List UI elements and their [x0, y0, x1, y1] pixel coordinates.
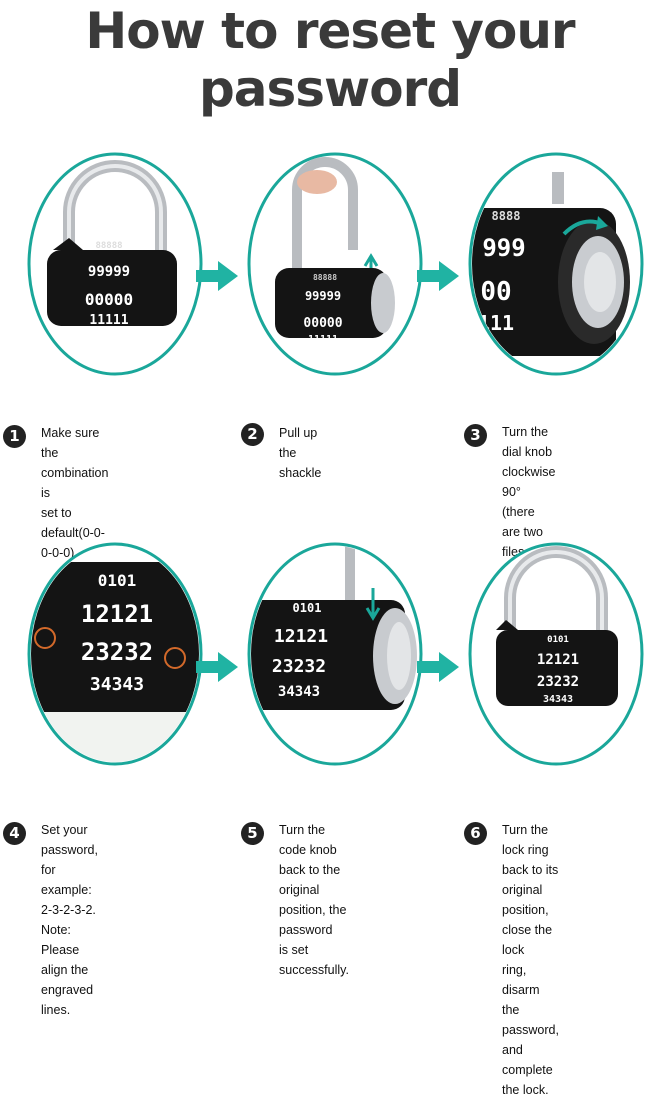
step-description: Turn the code knob back to the original … — [279, 823, 349, 977]
align-mark — [34, 627, 56, 649]
next-arrow-icon — [417, 650, 461, 684]
step-number-badge: 5 — [241, 822, 264, 845]
panel-step-1: 88888 99999 00000 11111 — [25, 150, 205, 378]
panel-step-3: 8888 999 00 111 — [466, 150, 646, 378]
wheel-row-1: 0101 — [98, 571, 137, 590]
step-number-badge: 4 — [3, 822, 26, 845]
next-arrow-icon — [196, 259, 240, 293]
panel-step-6: 0101 12121 23232 34343 — [466, 540, 646, 768]
panel-step-2: 88888 99999 00000 11111 — [245, 150, 425, 378]
step-description: Turn the lock ring back to its original … — [502, 823, 559, 1097]
panel-step-4: 0101 12121 23232 34343 — [25, 540, 205, 768]
lock-body — [251, 600, 405, 710]
wheel-row-3: 00 — [480, 277, 511, 307]
step-description: Make sure the combination is set to defa… — [41, 426, 109, 560]
wheel-row-2: 12121 — [81, 600, 153, 628]
step-number-badge: 2 — [241, 423, 264, 446]
wheel-row-2: 12121 — [537, 652, 579, 668]
step-number-badge: 1 — [3, 425, 26, 448]
next-arrow-icon — [417, 259, 461, 293]
wheel-row-1: 0101 — [293, 601, 322, 615]
align-mark — [164, 647, 186, 669]
wheel-row-4: 11111 — [89, 313, 128, 328]
wheel-row-4: 34343 — [278, 684, 320, 700]
wheel-row-2: 12121 — [274, 626, 328, 647]
next-arrow-icon — [196, 650, 240, 684]
wheel-row-3: 23232 — [81, 638, 153, 666]
wheel-row-1: 8888 — [492, 209, 521, 223]
wheel-row-4: 34343 — [543, 694, 573, 705]
panel-step-5: 0101 12121 23232 34343 — [245, 540, 425, 768]
wheel-row-2: 99999 — [305, 289, 341, 303]
wheel-row-2: 99999 — [88, 264, 130, 280]
wheel-row-3: 23232 — [272, 656, 326, 677]
step-description: Set your password, for example: 2-3-2-3-… — [41, 823, 98, 1017]
wheel-row-2: 999 — [482, 234, 525, 262]
lock-body — [496, 630, 618, 706]
wheel-row-4: 34343 — [90, 674, 144, 695]
wheel-row-1: 88888 — [313, 273, 337, 282]
wheel-row-3: 23232 — [537, 674, 579, 690]
page-title: How to reset your password — [85, 2, 575, 118]
step-description: Pull up the shackle — [279, 426, 322, 480]
wheel-row-1: 88888 — [95, 241, 122, 251]
down-arrow-icon — [365, 588, 381, 621]
wheel-row-4: 11111 — [308, 334, 338, 345]
lock-body — [275, 268, 387, 338]
step-number-badge: 3 — [464, 424, 487, 447]
finger — [297, 170, 337, 194]
wheel-row-3: 00000 — [303, 316, 342, 331]
wheel-row-3: 00000 — [85, 290, 133, 309]
step-number-badge: 6 — [464, 822, 487, 845]
wheel-row-1: 0101 — [547, 635, 569, 645]
lock-body — [31, 562, 199, 712]
lock-body — [47, 250, 177, 326]
